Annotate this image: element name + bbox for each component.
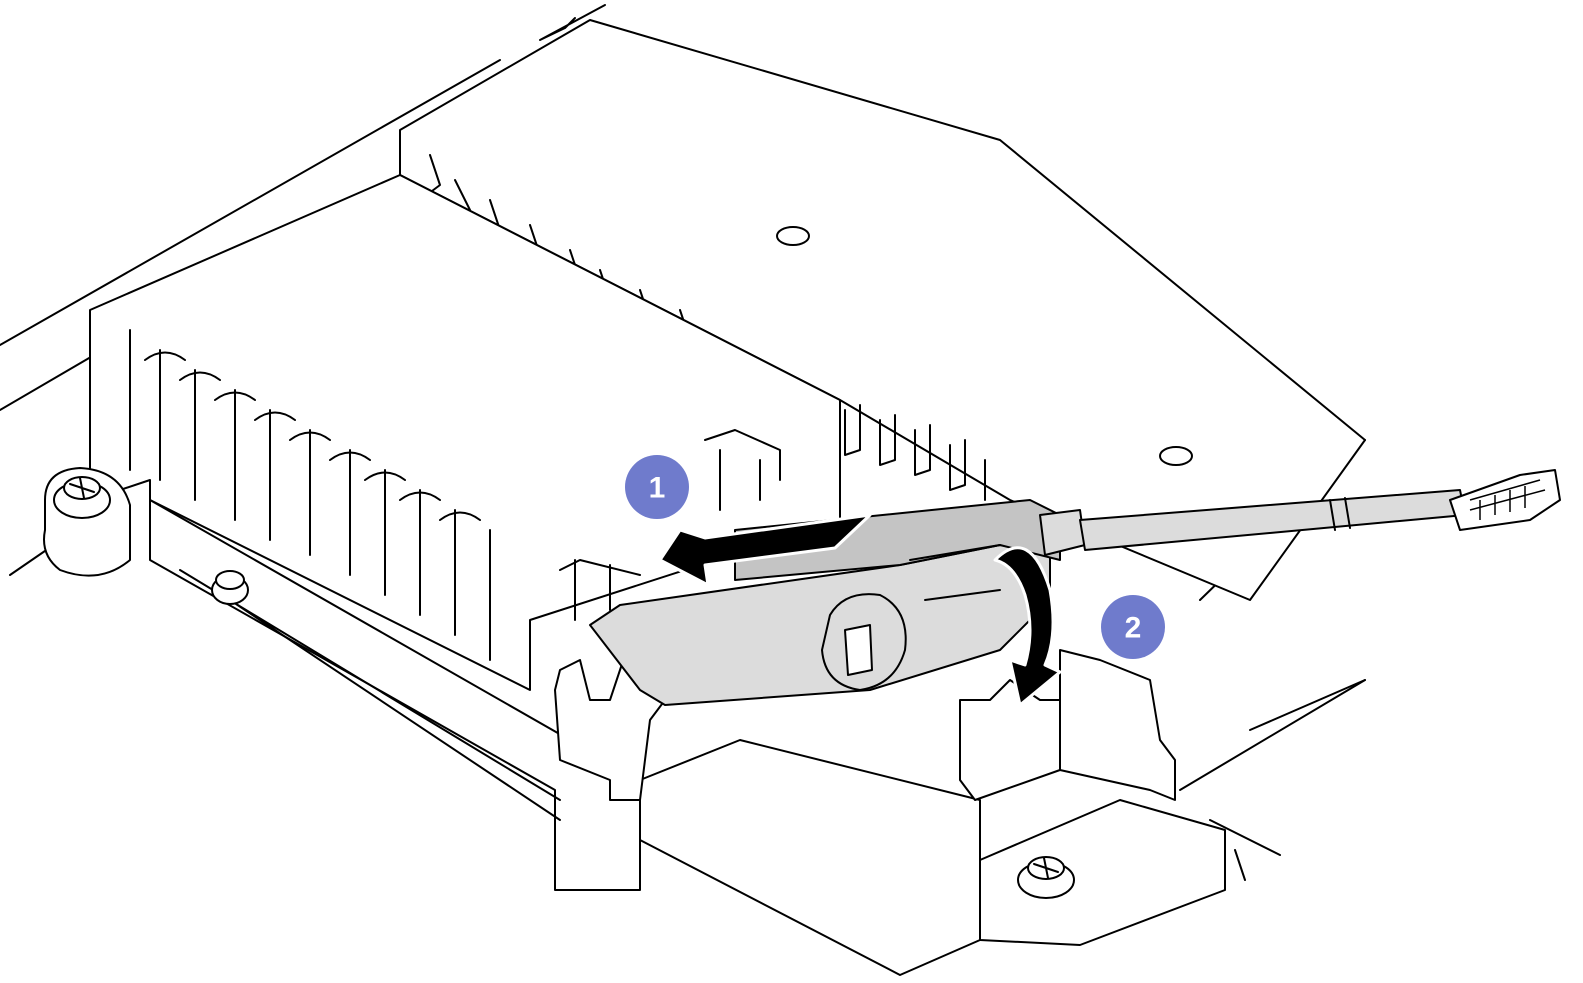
left-screw — [43, 467, 131, 577]
callout-2: 2 — [1101, 595, 1165, 659]
callout-2-badge — [1101, 595, 1165, 659]
step1-arrow — [658, 513, 872, 587]
callout-1: 1 — [625, 455, 689, 519]
module-holder — [554, 429, 1176, 801]
step2-arrow — [993, 546, 1062, 707]
callout-2-label: 2 — [1125, 612, 1142, 645]
callout-1-label: 1 — [649, 472, 666, 505]
module-cable — [1039, 469, 1561, 556]
flash-power-module — [589, 499, 1061, 706]
callout-1-badge — [625, 455, 689, 519]
module-tray — [149, 499, 1281, 976]
